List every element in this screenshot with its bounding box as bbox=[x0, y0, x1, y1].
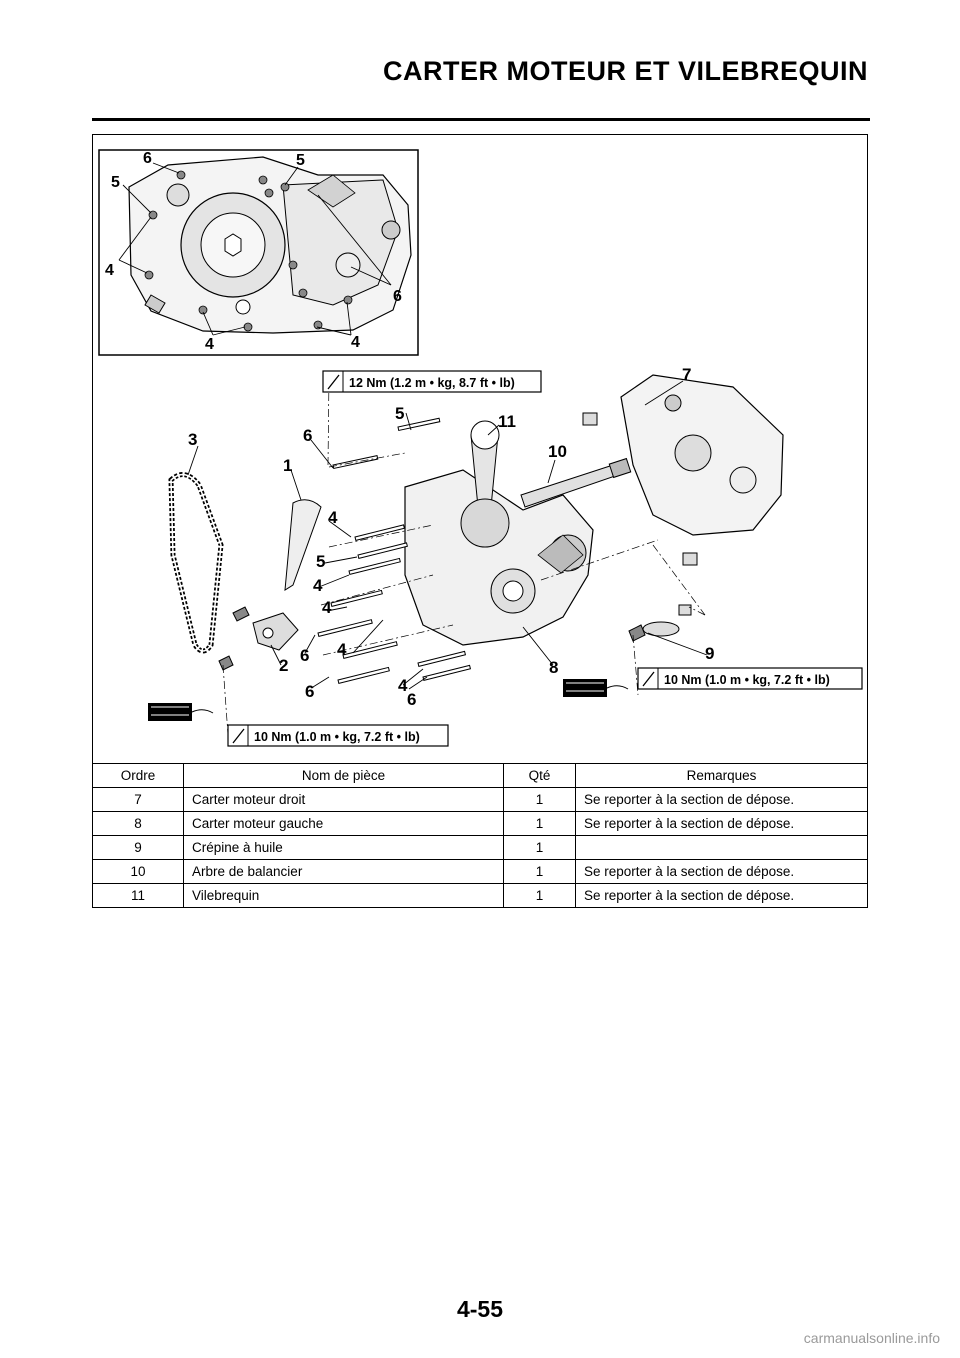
callout: 9 bbox=[705, 644, 714, 663]
svg-text:10 Nm (1.0 m • kg, 7.2 ft • lb: 10 Nm (1.0 m • kg, 7.2 ft • lb) bbox=[664, 673, 830, 687]
inset-callout: 5 bbox=[296, 152, 305, 169]
callout: 4 bbox=[337, 640, 347, 659]
torque-spec-1: 12 Nm (1.2 m • kg, 8.7 ft • lb) bbox=[322, 370, 542, 393]
inset-callout: 4 bbox=[105, 262, 114, 279]
crankcase-bolts bbox=[317, 417, 472, 685]
col-header: Ordre bbox=[93, 763, 184, 788]
callout: 6 bbox=[407, 690, 416, 709]
torque-spec-2: 10 Nm (1.0 m • kg, 7.2 ft • lb) bbox=[637, 667, 863, 690]
callout: 11 bbox=[498, 412, 516, 431]
parts-table: Ordre Nom de pièce Qté Remarques 7 Carte… bbox=[93, 763, 867, 907]
oil-strainer bbox=[628, 604, 692, 642]
inset-crankcase-view: 6 5 5 4 6 4 4 bbox=[98, 149, 419, 356]
page-title: CARTER MOTEUR ET VILEBREQUIN bbox=[382, 56, 868, 86]
balancer-shaft bbox=[520, 457, 632, 508]
svg-text:10 Nm (1.0 m • kg, 7.2 ft • lb: 10 Nm (1.0 m • kg, 7.2 ft • lb) bbox=[254, 730, 420, 744]
col-header: Remarques bbox=[575, 763, 867, 788]
callout: 6 bbox=[303, 426, 312, 445]
inset-callout: 4 bbox=[205, 336, 214, 353]
table-row: 9 Crépine à huile 1 bbox=[93, 835, 867, 860]
torque-wrench-icon bbox=[148, 703, 214, 721]
callout: 3 bbox=[188, 430, 197, 449]
callout: 7 bbox=[682, 365, 691, 384]
callout: 1 bbox=[283, 456, 292, 475]
callout: 4 bbox=[322, 598, 332, 617]
callout: 4 bbox=[328, 508, 338, 527]
content-frame: 6 5 5 4 6 4 4 bbox=[92, 134, 868, 908]
inset-callout: 6 bbox=[393, 288, 402, 305]
callout: 2 bbox=[279, 656, 288, 675]
col-header: Nom de pièce bbox=[183, 763, 504, 788]
page-number: 4-55 bbox=[456, 1296, 504, 1322]
title-rule bbox=[92, 118, 870, 121]
inset-callout: 5 bbox=[111, 174, 120, 191]
chain-guide bbox=[218, 499, 322, 671]
right-crankcase bbox=[582, 374, 784, 566]
crankshaft bbox=[460, 420, 510, 548]
torque-spec-3: 10 Nm (1.0 m • kg, 7.2 ft • lb) bbox=[227, 724, 449, 747]
watermark[interactable]: carmanualsonline.info bbox=[803, 1330, 940, 1346]
inset-callout: 4 bbox=[351, 334, 360, 351]
callout: 6 bbox=[300, 646, 309, 665]
callout: 6 bbox=[305, 682, 314, 701]
callout: 4 bbox=[398, 676, 408, 695]
table-row: 7 Carter moteur droit 1 Se reporter à la… bbox=[93, 787, 867, 812]
exploded-view-diagram: 6 5 5 4 6 4 4 bbox=[98, 149, 863, 747]
svg-text:12 Nm (1.2 m • kg, 8.7 ft • lb: 12 Nm (1.2 m • kg, 8.7 ft • lb) bbox=[349, 376, 515, 390]
callout: 5 bbox=[316, 552, 325, 571]
table-row: 10 Arbre de balancier 1 Se reporter à la… bbox=[93, 859, 867, 884]
table-header-row: Ordre Nom de pièce Qté Remarques bbox=[93, 763, 867, 788]
cam-chain bbox=[168, 472, 224, 654]
callout: 10 bbox=[548, 442, 567, 461]
callout: 5 bbox=[395, 404, 404, 423]
callout: 4 bbox=[313, 576, 323, 595]
inset-callout: 6 bbox=[143, 150, 152, 167]
table-row: 8 Carter moteur gauche 1 Se reporter à l… bbox=[93, 811, 867, 836]
left-crankcase bbox=[404, 469, 594, 646]
callout: 8 bbox=[549, 658, 558, 677]
torque-wrench-icon bbox=[563, 679, 629, 697]
col-header: Qté bbox=[503, 763, 576, 788]
table-row: 11 Vilebrequin 1 Se reporter à la sectio… bbox=[93, 883, 867, 907]
